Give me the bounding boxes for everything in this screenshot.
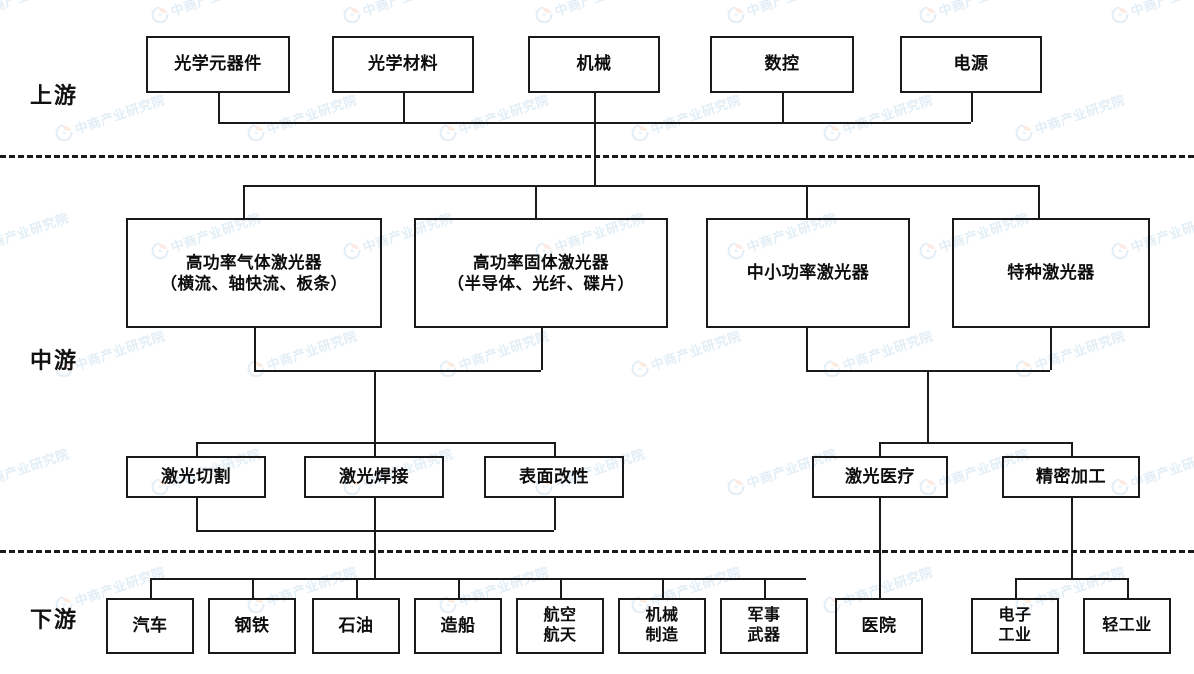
bus-right-applications <box>879 442 1071 444</box>
connector-laser-2 <box>535 185 537 218</box>
connector-precision-down <box>1071 498 1073 578</box>
node-upstream-machinery[interactable]: 机械 <box>528 36 660 93</box>
connector-down-electronics <box>1015 578 1017 598</box>
trunk-left-to-applications <box>374 370 376 442</box>
node-application-laser-medical[interactable]: 激光医疗 <box>812 456 948 498</box>
trunk-right-to-applications <box>927 370 929 442</box>
stage-label-midstream: 中游 <box>30 348 79 373</box>
connector-app-medical <box>879 442 881 456</box>
connector-cutting-down <box>196 498 198 530</box>
connector-upstream-3 <box>594 93 596 122</box>
node-upstream-optical-components[interactable]: 光学元器件 <box>146 36 290 93</box>
node-downstream-steel[interactable]: 钢铁 <box>208 598 296 654</box>
connector-app-cutting <box>196 442 198 456</box>
connector-special-down <box>1050 328 1052 370</box>
connector-down-light-industry <box>1127 578 1129 598</box>
node-application-laser-cutting[interactable]: 激光切割 <box>126 456 266 498</box>
connector-down-aerospace <box>560 578 562 598</box>
node-application-laser-welding[interactable]: 激光焊接 <box>304 456 444 498</box>
connector-down-military <box>764 578 766 598</box>
node-downstream-automobile[interactable]: 汽车 <box>106 598 194 654</box>
node-laser-high-power-gas[interactable]: 高功率气体激光器（横流、轴快流、板条） <box>126 218 382 328</box>
connector-upstream-1 <box>218 93 220 122</box>
node-laser-special[interactable]: 特种激光器 <box>952 218 1150 328</box>
connector-upstream-5 <box>971 93 973 122</box>
connector-app-precision <box>1071 442 1073 456</box>
connector-upstream-2 <box>403 93 405 122</box>
divider-midstream-downstream <box>0 550 1194 553</box>
node-upstream-optical-materials[interactable]: 光学材料 <box>332 36 474 93</box>
node-downstream-light-industry[interactable]: 轻工业 <box>1083 598 1171 654</box>
connector-laser-1 <box>243 185 245 218</box>
connector-surface-down <box>554 498 556 530</box>
stage-label-upstream: 上游 <box>30 83 79 108</box>
connector-solid-down <box>541 328 543 370</box>
bus-left-lasers <box>254 370 541 372</box>
node-laser-mid-low-power[interactable]: 中小功率激光器 <box>706 218 910 328</box>
trunk-upstream-to-midstream <box>594 122 596 185</box>
node-laser-high-power-solid[interactable]: 高功率固体激光器（半导体、光纤、碟片） <box>414 218 668 328</box>
connector-down-shipbuilding <box>458 578 460 598</box>
node-application-precision-machining[interactable]: 精密加工 <box>1002 456 1140 498</box>
node-downstream-hospital[interactable]: 医院 <box>835 598 923 654</box>
connector-laser-4 <box>1038 185 1040 218</box>
connector-midlow-down <box>806 328 808 370</box>
bus-downstream-left <box>150 578 806 580</box>
node-upstream-cnc[interactable]: 数控 <box>710 36 854 93</box>
connector-upstream-4 <box>782 93 784 122</box>
connector-down-petroleum <box>356 578 358 598</box>
node-application-surface-treatment[interactable]: 表面改性 <box>484 456 624 498</box>
connector-down-machinery <box>662 578 664 598</box>
connector-down-automobile <box>150 578 152 598</box>
connector-welding-down <box>374 498 376 530</box>
node-downstream-aerospace[interactable]: 航空航天 <box>516 598 604 654</box>
node-downstream-machinery-manufacturing[interactable]: 机械制造 <box>618 598 706 654</box>
node-upstream-power-supply[interactable]: 电源 <box>900 36 1042 93</box>
stage-label-downstream: 下游 <box>30 607 79 632</box>
bus-midstream-lasers <box>243 185 1040 187</box>
connector-down-steel <box>252 578 254 598</box>
connector-gas-down <box>254 328 256 370</box>
divider-upstream-midstream <box>0 155 1194 158</box>
bus-downstream-right <box>1015 578 1127 580</box>
trunk-left-to-downstream <box>374 530 376 578</box>
node-downstream-petroleum[interactable]: 石油 <box>312 598 400 654</box>
node-downstream-shipbuilding[interactable]: 造船 <box>414 598 502 654</box>
connector-app-surface <box>554 442 556 456</box>
node-downstream-electronics-industry[interactable]: 电子工业 <box>971 598 1059 654</box>
connector-laser-3 <box>806 185 808 218</box>
connector-medical-to-hospital <box>879 498 881 598</box>
node-downstream-military-weapons[interactable]: 军事武器 <box>720 598 808 654</box>
connector-app-welding <box>374 442 376 456</box>
